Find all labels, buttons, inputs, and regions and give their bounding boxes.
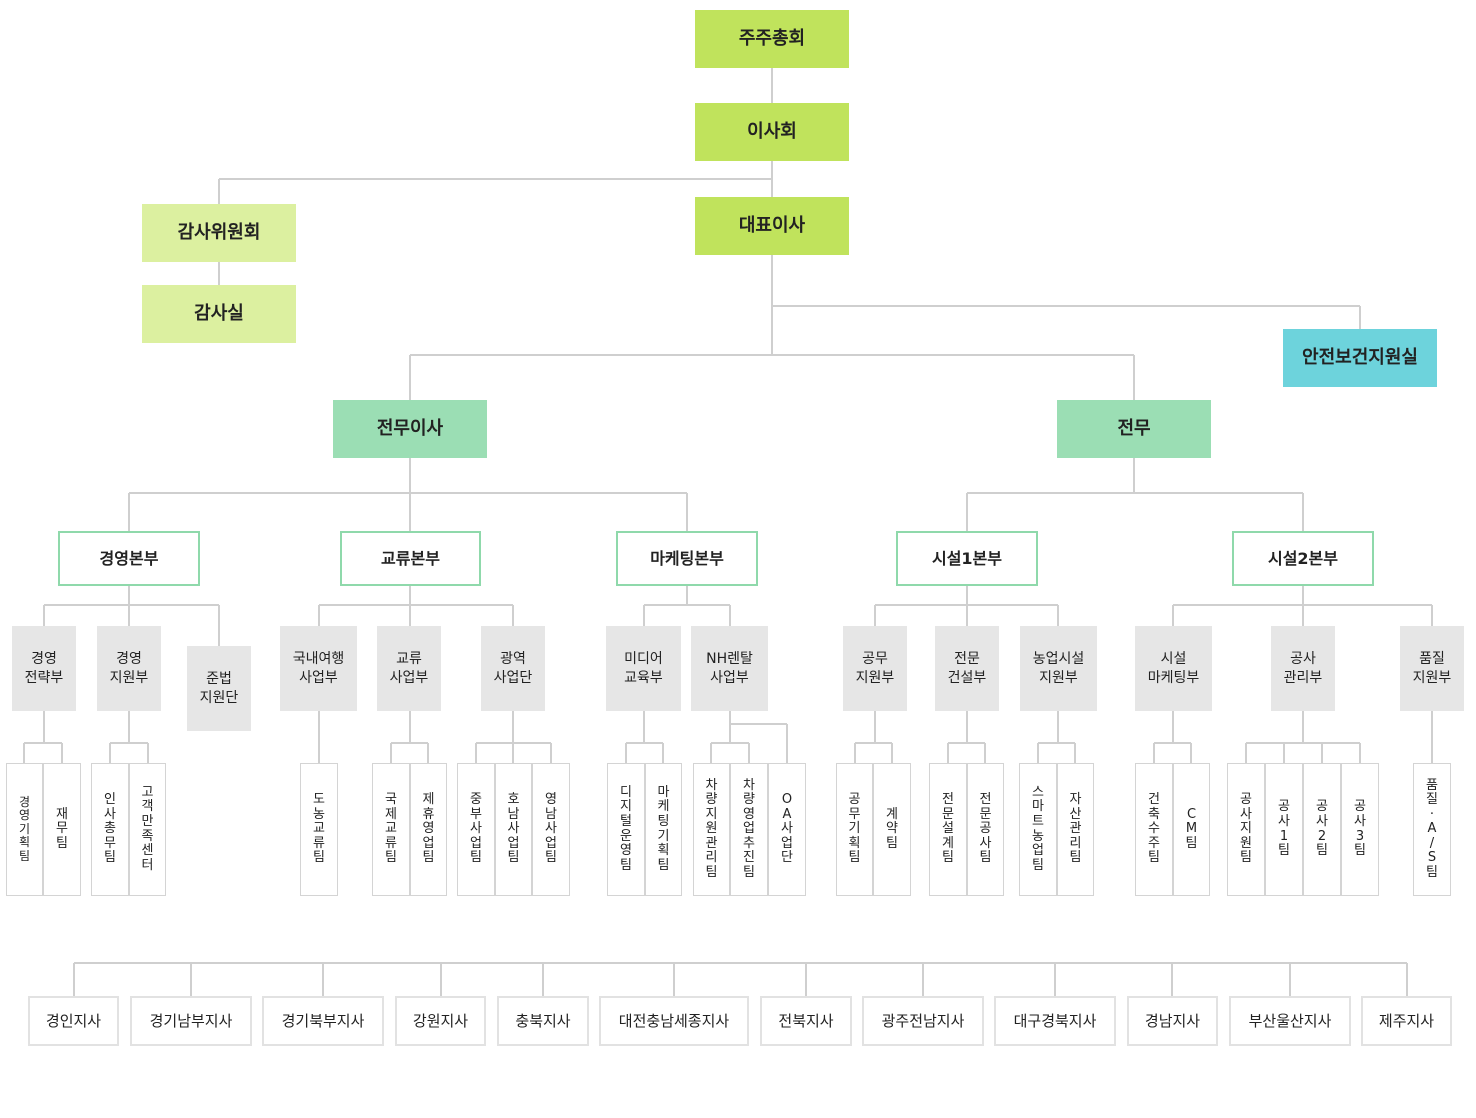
branch-busan-ulsan: 부산울산지사 bbox=[1229, 996, 1351, 1046]
dept-media-edu: 미디어 교육부 bbox=[606, 626, 681, 711]
team-smart-farming: 스 마 트 농 업 팀 bbox=[1019, 763, 1057, 896]
ceo: 대표이사 bbox=[695, 197, 849, 255]
team-intl-exchange: 국 제 교 류 팀 bbox=[372, 763, 410, 896]
board-of-directors: 이사회 bbox=[695, 103, 849, 161]
hq-management: 경영본부 bbox=[58, 531, 200, 586]
team-hr-general: 인 사 총 무 팀 bbox=[91, 763, 129, 896]
dept-construction-mgmt: 공사 관리부 bbox=[1271, 626, 1335, 711]
branch-gwangju-jeonnam: 광주전남지사 bbox=[862, 996, 984, 1046]
team-marketing-planning: 마 케 팅 기 획 팀 bbox=[645, 763, 682, 896]
audit-office: 감사실 bbox=[142, 285, 296, 343]
branch-gyeonggi-north: 경기북부지사 bbox=[262, 996, 384, 1046]
team-central-biz: 중 부 사 업 팀 bbox=[457, 763, 495, 896]
team-specialized-design: 전 문 설 계 팀 bbox=[929, 763, 967, 896]
dept-compliance: 준법 지원단 bbox=[187, 646, 251, 731]
team-urban-rural: 도 농 교 류 팀 bbox=[300, 763, 338, 896]
team-cm: C M 팀 bbox=[1173, 763, 1210, 896]
dept-public-works: 공무 지원부 bbox=[843, 626, 907, 711]
team-customer-center: 고 객 만 족 센 터 bbox=[129, 763, 166, 896]
team-yeongnam-biz: 영 남 사 업 팀 bbox=[532, 763, 570, 896]
team-asset-mgmt: 자 산 관 리 팀 bbox=[1057, 763, 1094, 896]
team-honam-biz: 호 남 사 업 팀 bbox=[495, 763, 532, 896]
team-mgmt-planning: 경 영 기 획 팀 bbox=[6, 763, 43, 896]
hq-marketing: 마케팅본부 bbox=[616, 531, 758, 586]
hq-facility2: 시설2본부 bbox=[1232, 531, 1374, 586]
team-construction-1: 공 사 1 팀 bbox=[1265, 763, 1303, 896]
team-digital-ops: 디 지 털 운 영 팀 bbox=[607, 763, 645, 896]
team-construction-support: 공 사 지 원 팀 bbox=[1227, 763, 1265, 896]
safety-health-office: 안전보건지원실 bbox=[1283, 329, 1437, 387]
team-finance: 재 무 팀 bbox=[43, 763, 81, 896]
audit-committee: 감사위원회 bbox=[142, 204, 296, 262]
branch-gyeongnam: 경남지사 bbox=[1127, 996, 1218, 1046]
team-contract: 계 약 팀 bbox=[873, 763, 911, 896]
team-partnership: 제 휴 영 업 팀 bbox=[410, 763, 447, 896]
dept-agri-facility: 농업시설 지원부 bbox=[1020, 626, 1097, 711]
managing-director: 전무 bbox=[1057, 400, 1211, 458]
branch-daegu-gyeongbuk: 대구경북지사 bbox=[994, 996, 1116, 1046]
team-quality-as: 품 질 · A / S 팀 bbox=[1413, 763, 1451, 896]
branch-gyeongin: 경인지사 bbox=[28, 996, 119, 1046]
team-vehicle-sales: 차 량 영 업 추 진 팀 bbox=[730, 763, 768, 896]
dept-facility-marketing: 시설 마케팅부 bbox=[1135, 626, 1212, 711]
branch-gangwon: 강원지사 bbox=[395, 996, 486, 1046]
team-oa-biz: O A 사 업 단 bbox=[768, 763, 806, 896]
dept-quality-support: 품질 지원부 bbox=[1400, 626, 1464, 711]
dept-exchange-biz: 교류 사업부 bbox=[377, 626, 441, 711]
branch-daejeon-chungnam-sejong: 대전충남세종지사 bbox=[599, 996, 749, 1046]
team-construction-2: 공 사 2 팀 bbox=[1303, 763, 1341, 896]
dept-regional-biz: 광역 사업단 bbox=[481, 626, 545, 711]
team-building-orders: 건 축 수 주 팀 bbox=[1135, 763, 1173, 896]
hq-facility1: 시설1본부 bbox=[896, 531, 1038, 586]
hq-exchange: 교류본부 bbox=[340, 531, 481, 586]
branch-jeonbuk: 전북지사 bbox=[760, 996, 852, 1046]
branch-gyeonggi-south: 경기남부지사 bbox=[130, 996, 252, 1046]
dept-mgmt-support: 경영 지원부 bbox=[97, 626, 161, 711]
team-construction-3: 공 사 3 팀 bbox=[1341, 763, 1379, 896]
dept-nh-rental: NH렌탈 사업부 bbox=[691, 626, 768, 711]
shareholders-meeting: 주주총회 bbox=[695, 10, 849, 68]
dept-specialized-construction: 전문 건설부 bbox=[935, 626, 999, 711]
branch-jeju: 제주지사 bbox=[1361, 996, 1452, 1046]
team-specialized-construction: 전 문 공 사 팀 bbox=[967, 763, 1004, 896]
team-public-planning: 공 무 기 획 팀 bbox=[836, 763, 873, 896]
branch-chungbuk: 충북지사 bbox=[497, 996, 589, 1046]
team-vehicle-support: 차 량 지 원 관 리 팀 bbox=[693, 763, 730, 896]
dept-domestic-travel: 국내여행 사업부 bbox=[280, 626, 357, 711]
senior-managing-director: 전무이사 bbox=[333, 400, 487, 458]
dept-mgmt-strategy: 경영 전략부 bbox=[12, 626, 76, 711]
